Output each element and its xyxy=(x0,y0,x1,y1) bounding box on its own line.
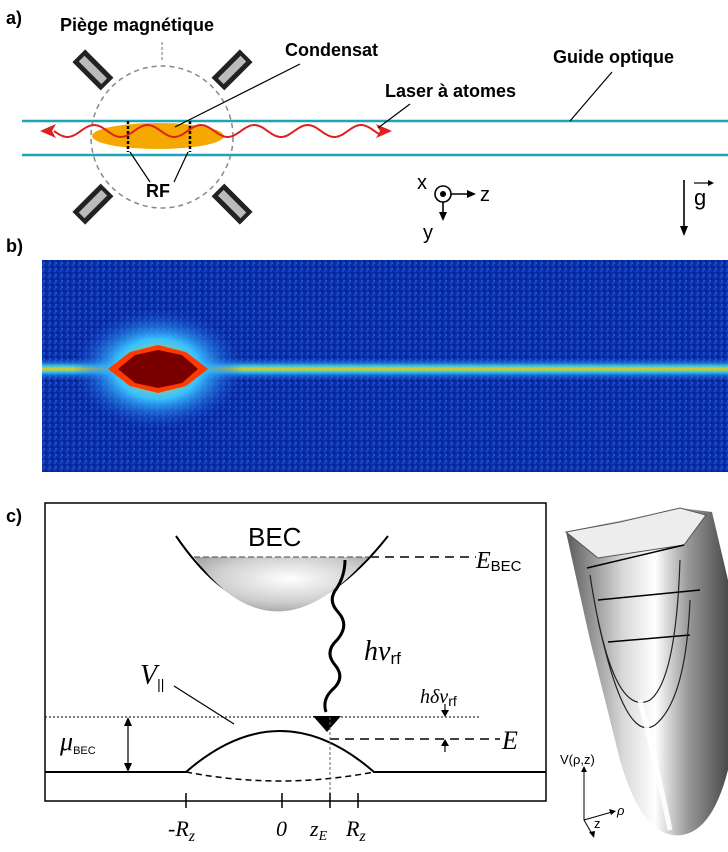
surface-axis-v-label: V(ρ,z) xyxy=(560,752,595,767)
surface-highlight xyxy=(637,699,673,831)
surface-body xyxy=(566,508,728,836)
v-pointer xyxy=(173,685,235,725)
guide-potential-dashed xyxy=(185,771,375,782)
panel-a: a) RF xyxy=(6,8,728,244)
x-ticks xyxy=(185,793,359,808)
laser-arrow-right xyxy=(376,124,392,138)
surface-axis-rho-label: ρ xyxy=(616,803,625,818)
axis-z-label: z xyxy=(480,184,490,206)
e-label: E xyxy=(501,726,518,755)
delta-arrowhead-top xyxy=(441,710,449,717)
panel-a-label: a) xyxy=(6,8,22,28)
bec-label: BEC xyxy=(248,522,301,552)
magnetic-trap-circle xyxy=(90,65,234,209)
trap-coil-bottom-right xyxy=(211,183,253,225)
tick-neg-rz: -Rz xyxy=(168,816,196,845)
mu-arrow-bottom xyxy=(124,763,132,772)
trap-coil-top-left xyxy=(72,49,114,91)
surface-cut-2 xyxy=(597,589,701,601)
magnetic-trap-label: Piège magnétique xyxy=(60,15,214,35)
panel-b-label: b) xyxy=(6,236,23,256)
mu-arrow-top xyxy=(124,717,132,726)
panel-b: b) xyxy=(6,236,728,472)
laser-pointer xyxy=(377,103,411,129)
axis-y-label: y xyxy=(423,222,433,244)
guide-potential-curve xyxy=(45,730,546,773)
surface-cut-1 xyxy=(586,544,685,569)
tick-rz: Rz xyxy=(345,816,366,845)
trap-coil-top-right xyxy=(211,49,253,91)
surface-contour-2 xyxy=(597,599,691,729)
surface-top-face xyxy=(564,507,707,559)
delta-arrowhead-bottom xyxy=(441,739,449,746)
condensate-label: Condensat xyxy=(285,40,378,60)
h-nu-label: hνrf xyxy=(364,636,401,668)
rf-label: RF xyxy=(146,181,170,201)
optical-guide-label: Guide optique xyxy=(553,47,674,67)
panel-c: c) BEC EBEC hνrf V|| μBEC hδνrf E xyxy=(6,502,728,845)
laser-arrow-left xyxy=(40,124,56,138)
atom-laser-wave xyxy=(53,123,381,139)
rf-transition-wave xyxy=(323,559,347,713)
rf-transition-arrow xyxy=(313,716,341,732)
surface-axis-z-label: z xyxy=(594,816,601,831)
rf-pointer-right xyxy=(173,151,189,183)
mu-bec-label: μBEC xyxy=(59,727,96,757)
surface-cut-3 xyxy=(607,634,691,643)
tick-zero: 0 xyxy=(276,816,287,841)
tick-ze: zE xyxy=(309,816,328,844)
condensate-pointer xyxy=(174,63,301,128)
v-parallel-label: V|| xyxy=(140,660,164,692)
trap-coil-bottom-left xyxy=(72,183,114,225)
condensate-ellipse xyxy=(92,123,224,149)
surface-axes: V(ρ,z) ρ z xyxy=(560,752,625,838)
condensate-core xyxy=(118,350,198,388)
guide-pointer xyxy=(569,71,613,122)
potential-plot-frame xyxy=(44,502,547,802)
axes-indicator: x z y xyxy=(417,172,490,244)
gravity-label: g xyxy=(694,185,706,210)
e-bec-label: EBEC xyxy=(475,548,522,575)
panel-c-label: c) xyxy=(6,506,22,526)
rf-pointer-left xyxy=(129,151,151,183)
h-delta-nu-label: hδνrf xyxy=(420,686,457,709)
axis-x-label: x xyxy=(417,172,427,194)
gravity-indicator: g xyxy=(680,180,714,236)
potential-surface-3d xyxy=(564,507,728,836)
bec-fill xyxy=(194,557,368,612)
atom-laser-label: Laser à atomes xyxy=(385,81,516,101)
